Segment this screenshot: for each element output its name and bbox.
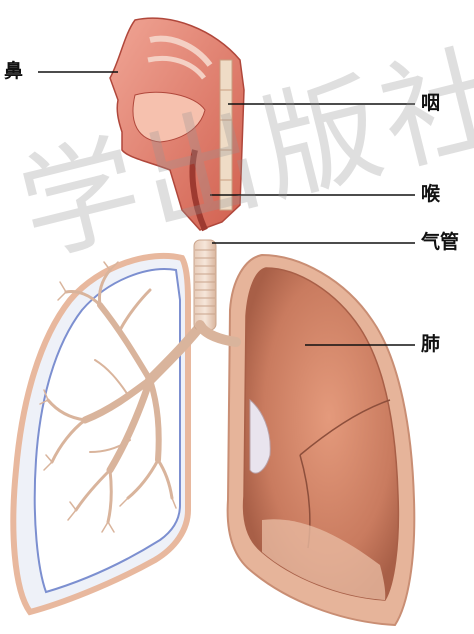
- label-pharynx: 咽: [421, 94, 440, 113]
- label-lung: 肺: [421, 335, 440, 354]
- right-lung: [228, 255, 415, 625]
- label-larynx: 喉: [421, 185, 440, 204]
- label-trachea: 气管: [421, 233, 459, 252]
- head-cross-section: [110, 18, 244, 230]
- label-nose: 鼻: [4, 62, 23, 81]
